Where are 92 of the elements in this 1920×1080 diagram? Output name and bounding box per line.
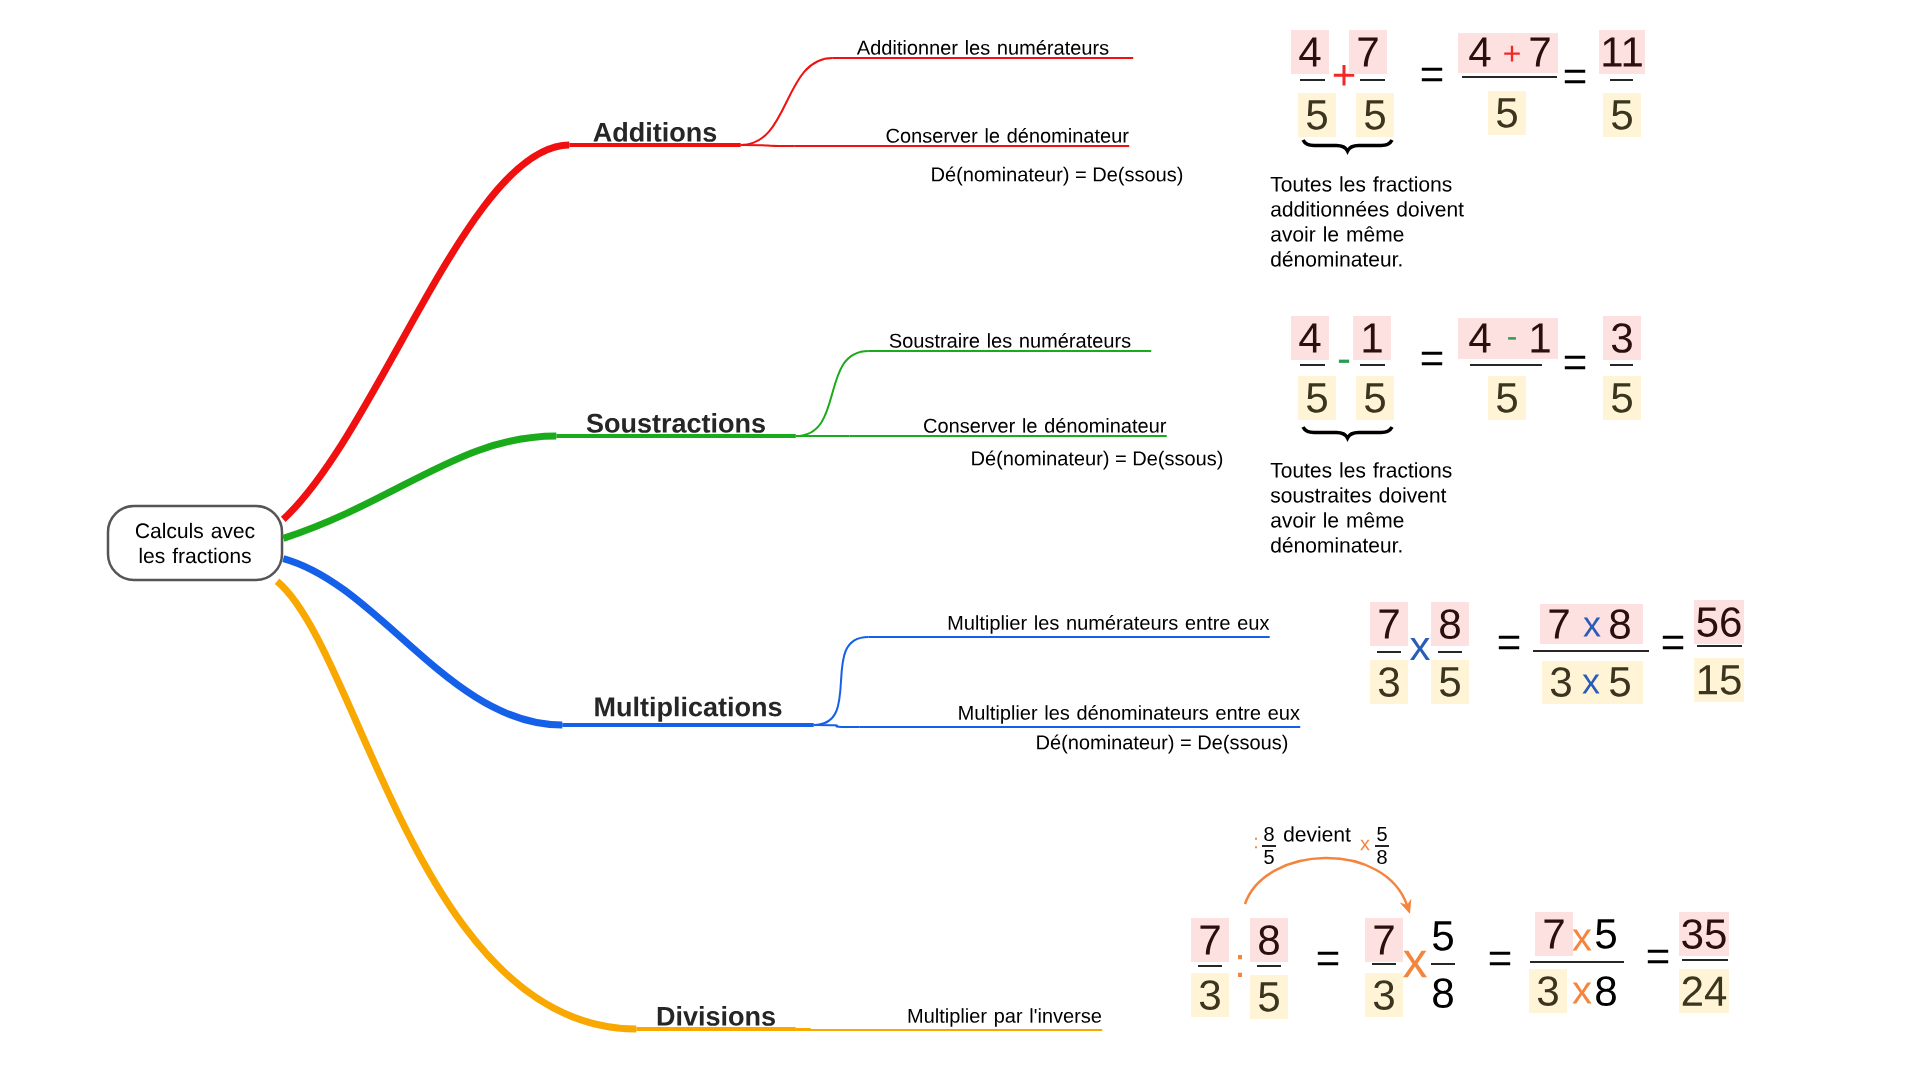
number: 56: [1694, 600, 1744, 644]
number: 3: [1529, 969, 1567, 1013]
equals-sign: =: [1564, 69, 1586, 84]
branch-line: [274, 578, 637, 1033]
annotation-text: devient: [1284, 826, 1351, 842]
branch-line: [282, 432, 557, 542]
number: 5: [1298, 93, 1336, 137]
number: 5: [1377, 827, 1387, 841]
branch-line: [780, 1028, 811, 1031]
operator-sign: x: [1583, 617, 1601, 637]
number: 1: [1353, 316, 1391, 360]
number: 5: [1488, 91, 1526, 135]
number: 5: [1250, 975, 1288, 1019]
number: 4: [1469, 323, 1491, 353]
equals-sign: =: [1662, 635, 1684, 650]
branch-text: Multiplier les dénominateurs entre eux: [858, 704, 1302, 728]
equals-sign: =: [1317, 951, 1339, 966]
number: 8: [1433, 978, 1453, 1008]
branch-text: Multiplier par l'inverse: [794, 1008, 1104, 1031]
equals-sign: =: [1498, 635, 1520, 650]
equals-sign: =: [1647, 949, 1669, 964]
branch-label: Soustractions: [556, 412, 796, 438]
number: 7: [1370, 602, 1408, 646]
branch-line: [739, 144, 796, 147]
branch-text: Soustraire les numérateurs: [867, 332, 1153, 352]
number: 3: [1370, 660, 1408, 704]
branch-label: Multiplications: [562, 696, 814, 727]
number: 5: [1610, 667, 1630, 697]
number: 8: [1250, 918, 1288, 962]
note-text: Toutes les fractions soustraites doivent avoir le même dénominateur.: [1270, 462, 1452, 553]
number: 7: [1349, 30, 1387, 74]
number: 5: [1603, 376, 1641, 420]
equals-sign: =: [1564, 355, 1586, 370]
number: 8: [1610, 609, 1630, 639]
operator-sign: -: [1508, 337, 1516, 340]
number: 1: [1531, 323, 1550, 353]
branch-label: Divisions: [636, 1006, 796, 1031]
operator-sign: :: [1238, 954, 1242, 978]
number: 5: [1603, 93, 1641, 137]
number: 4: [1291, 316, 1329, 360]
operator-sign: +: [1504, 45, 1520, 62]
number: 5: [1433, 921, 1453, 951]
number: 4: [1291, 30, 1329, 74]
branch-text: Multiplier les numérateurs entre eux: [867, 614, 1271, 638]
number: 11: [1599, 30, 1645, 74]
operator-sign: x: [1360, 839, 1370, 851]
rule-text: Dé(nominateur) = De(ssous): [932, 166, 1183, 186]
operator-sign: :: [1255, 837, 1257, 849]
branch-text: Conserver le dénominateur: [793, 127, 1131, 147]
operator-sign: x: [1572, 982, 1592, 1004]
note-text: Toutes les fractions additionnées doivent avoir le même dénominateur.: [1270, 176, 1464, 267]
number: 5: [1356, 93, 1394, 137]
number: 24: [1679, 969, 1729, 1013]
number: 7: [1530, 37, 1550, 67]
topic-box: Calculs avec les fractions: [106, 504, 284, 582]
branch-line: [280, 141, 571, 522]
number: 5: [1596, 919, 1616, 949]
number: 7: [1549, 609, 1569, 639]
branch-line: [812, 724, 861, 728]
number: 8: [1264, 826, 1274, 842]
number: 7: [1535, 912, 1573, 956]
branch-line: [282, 555, 563, 729]
equals-sign: =: [1489, 951, 1511, 966]
operator-sign: -: [1338, 359, 1350, 363]
branch-line: [794, 435, 851, 437]
branch-text: Additionner les numérateurs: [831, 39, 1135, 59]
number: 5: [1488, 376, 1526, 420]
rule-text: Dé(nominateur) = De(ssous): [972, 450, 1223, 470]
branch-text: Conserver le dénominateur: [848, 417, 1168, 437]
number: 7: [1191, 918, 1229, 962]
number: 7: [1365, 918, 1403, 962]
number: 3: [1365, 973, 1403, 1017]
number: 15: [1694, 658, 1744, 702]
branch-label: Additions: [569, 121, 741, 147]
number: 8: [1431, 602, 1469, 646]
number: 35: [1679, 912, 1729, 956]
number: 5: [1298, 376, 1336, 420]
equals-sign: =: [1421, 351, 1443, 366]
number: 4: [1469, 37, 1491, 67]
operator-sign: x: [1410, 637, 1431, 661]
number: 8: [1596, 976, 1616, 1006]
operator-sign: x: [1572, 929, 1592, 951]
equals-sign: =: [1421, 67, 1443, 82]
number: 5: [1356, 376, 1394, 420]
operator-sign: x: [1582, 674, 1600, 694]
number: 3: [1191, 973, 1229, 1017]
number: 3: [1603, 316, 1641, 360]
operator-sign: x: [1403, 950, 1427, 978]
number: 5: [1264, 850, 1274, 864]
number: 3: [1550, 667, 1571, 697]
number: 8: [1377, 849, 1387, 865]
number: 5: [1431, 660, 1469, 704]
